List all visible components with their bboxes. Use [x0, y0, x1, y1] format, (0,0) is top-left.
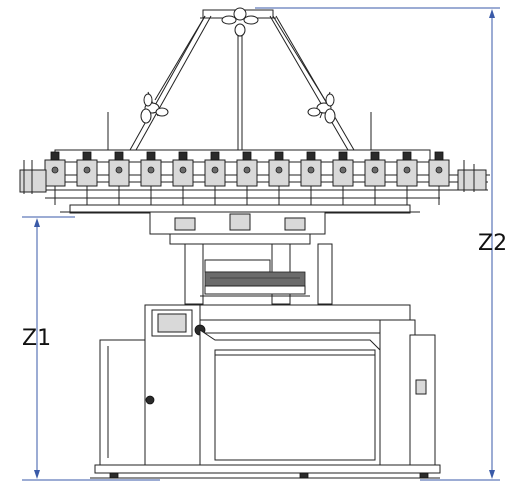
left-fan-icon	[140, 91, 169, 124]
feeder-unit	[364, 151, 386, 205]
cylinder-assembly	[149, 211, 333, 305]
control-panel-screen	[151, 309, 193, 337]
creel-fan-assembly	[129, 7, 355, 170]
machine-base	[90, 304, 441, 479]
feeder-unit	[140, 151, 162, 205]
z1-bottom-arrow	[34, 470, 40, 479]
feeder-unit	[332, 151, 354, 205]
feeder-unit	[236, 151, 258, 205]
right-fan-icon	[307, 91, 336, 124]
feeder-unit	[172, 151, 194, 205]
feeder-unit	[396, 151, 418, 205]
feeder-unit	[76, 151, 98, 205]
dimension-z1: Z1	[22, 216, 160, 481]
z2-top-arrow	[489, 9, 495, 18]
feeder-ring	[44, 151, 450, 205]
feeder-unit	[44, 151, 66, 205]
z1-label: Z1	[22, 326, 51, 351]
z1-top-arrow	[34, 218, 40, 227]
side-feeders	[19, 160, 487, 194]
dimension-z2: Z2	[255, 7, 507, 481]
z2-bottom-arrow	[489, 470, 495, 479]
z2-label: Z2	[478, 231, 507, 256]
top-fan-icon	[221, 7, 259, 37]
feeder-unit	[268, 151, 290, 205]
feeder-unit	[300, 151, 322, 205]
feeder-unit	[108, 151, 130, 205]
feeder-unit	[428, 151, 450, 205]
feeder-unit	[204, 151, 226, 205]
